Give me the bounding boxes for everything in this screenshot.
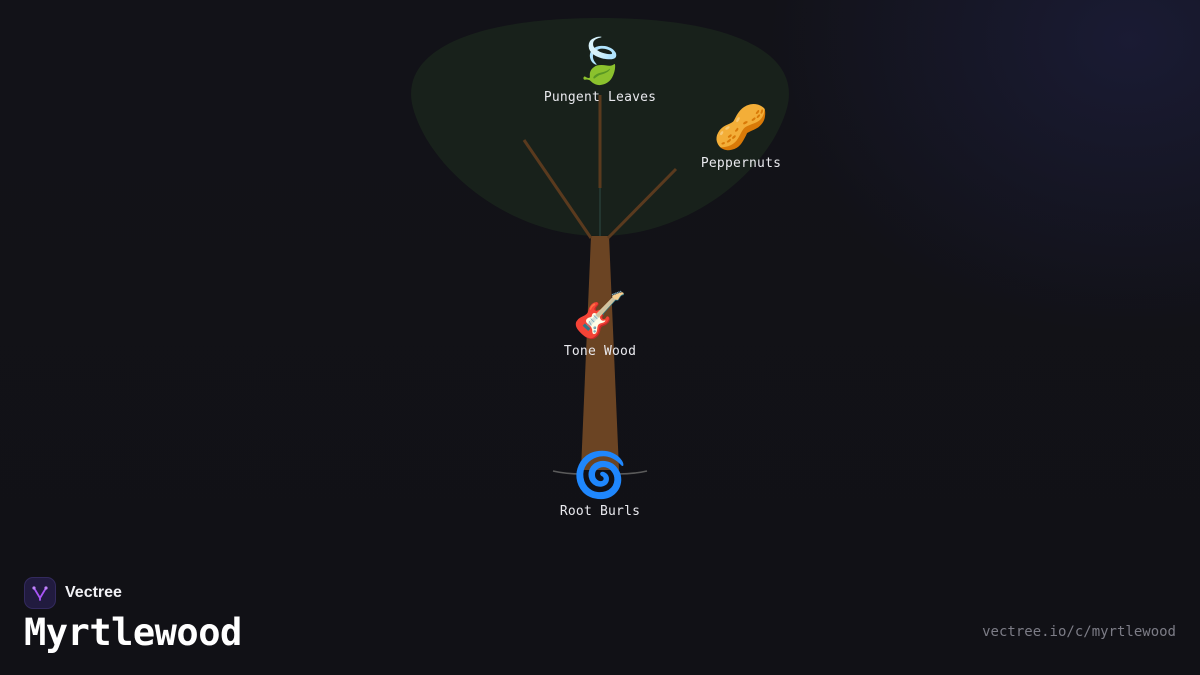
root-right xyxy=(617,470,648,475)
page-title: Myrtlewood xyxy=(24,611,242,654)
leaf-wind-icon: 🍃 xyxy=(572,37,628,86)
node-peppernuts[interactable]: 🥜 Peppernuts xyxy=(661,102,821,171)
tree-trunk xyxy=(581,236,619,470)
guitar-icon: 🎸 xyxy=(572,291,628,340)
node-label: Peppernuts xyxy=(700,156,782,171)
vectree-logo-icon xyxy=(24,577,56,609)
spiral-icon: 🌀 xyxy=(572,451,628,500)
node-tone-wood[interactable]: 🎸 Tone Wood xyxy=(520,290,680,359)
node-label: Root Burls xyxy=(559,504,641,519)
root-left xyxy=(552,470,583,475)
node-root-burls[interactable]: 🌀 Root Burls xyxy=(520,450,680,519)
branch-left xyxy=(522,139,593,239)
peanut-icon: 🥜 xyxy=(713,103,769,152)
brand-name: Vectree xyxy=(65,584,122,601)
node-pungent-leaves[interactable]: 🍃 Pungent Leaves xyxy=(520,36,680,105)
branch-right xyxy=(606,167,678,240)
node-label: Pungent Leaves xyxy=(543,90,657,105)
brand[interactable]: Vectree xyxy=(24,577,122,609)
page-url[interactable]: vectree.io/c/myrtlewood xyxy=(982,624,1176,640)
node-label: Tone Wood xyxy=(563,344,637,359)
